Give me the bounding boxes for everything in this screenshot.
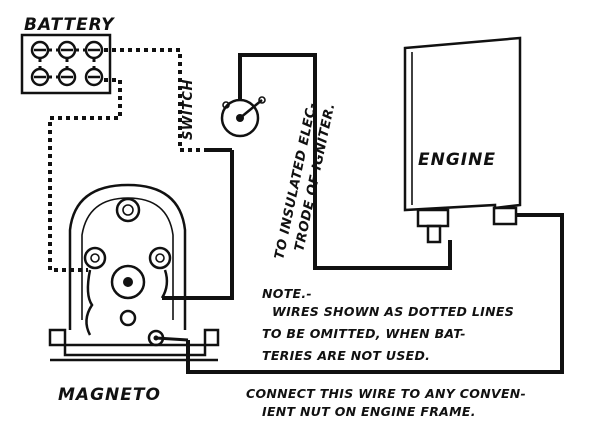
switch: SWITCH (181, 79, 266, 140)
engine-frame-nut (492, 206, 518, 226)
battery-wires (48, 48, 205, 272)
switch-lever[interactable] (239, 99, 263, 119)
engine: ENGINE (403, 36, 522, 244)
note-line-1: WIRES SHOWN AS DOTTED LINES (272, 304, 514, 319)
battery-label: BATTERY (24, 15, 115, 35)
magneto-output-wire (162, 150, 234, 300)
frame-note: CONNECT THIS WIRE TO ANY CONVEN- IENT NU… (246, 386, 526, 419)
frame-ground-wire (186, 213, 564, 374)
magneto: MAGNETO (48, 183, 220, 405)
note-line-2: TO BE OMITTED, WHEN BAT- (262, 326, 466, 341)
igniter-wire (238, 53, 452, 270)
battery-box (20, 33, 112, 95)
engine-body (403, 36, 522, 212)
magneto-label: MAGNETO (58, 385, 161, 405)
battery-cells (30, 40, 104, 87)
magneto-housing (68, 183, 187, 330)
engine-label: ENGINE (418, 150, 496, 170)
frame-note-line-1: CONNECT THIS WIRE TO ANY CONVEN- (246, 386, 526, 401)
note-line-3: TERIES ARE NOT USED. (262, 348, 430, 363)
switch-label: SWITCH (181, 79, 196, 140)
battery: BATTERY (20, 15, 115, 95)
frame-note-line-2: IENT NUT ON ENGINE FRAME. (262, 404, 476, 419)
note: NOTE.- WIRES SHOWN AS DOTTED LINES TO BE… (262, 286, 514, 363)
magneto-base (48, 328, 220, 357)
note-title: NOTE.- (262, 286, 312, 301)
